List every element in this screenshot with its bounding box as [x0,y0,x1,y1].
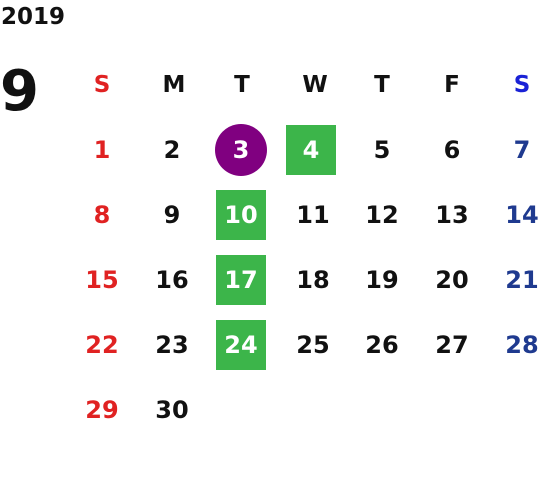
day-cell[interactable]: 26 [365,331,399,359]
day-cell[interactable]: 6 [443,136,461,164]
month-number: 9 [0,59,39,124]
weekday-header-sun: S [93,72,111,98]
day-cell[interactable]: 2 [163,136,181,164]
day-cell[interactable]: 21 [505,266,539,294]
day-cell-highlighted[interactable]: 4 [286,125,336,175]
weekday-header-mon: M [162,72,186,98]
day-cell[interactable]: 22 [85,331,119,359]
day-cell-highlighted[interactable]: 17 [216,255,266,305]
week-row: 22 23 24 25 26 27 28 [67,320,548,370]
weekday-header-thu: T [374,72,390,98]
weekday-header-sat: S [513,72,531,98]
day-cell[interactable]: 13 [435,201,469,229]
day-cell[interactable]: 8 [93,201,111,229]
day-cell[interactable]: 12 [365,201,399,229]
day-cell[interactable]: 14 [505,201,539,229]
day-cell[interactable]: 29 [85,396,119,424]
weekday-header-fri: F [444,72,460,98]
week-row: 15 16 17 18 19 20 21 [67,255,548,305]
day-cell-today[interactable]: 3 [215,124,267,176]
day-cell[interactable]: 23 [155,331,189,359]
day-cell[interactable]: 27 [435,331,469,359]
week-row: 29 30 [67,385,548,435]
day-cell[interactable]: 18 [296,266,330,294]
day-cell[interactable]: 11 [296,201,330,229]
day-cell[interactable]: 7 [513,136,531,164]
day-cell[interactable]: 5 [373,136,391,164]
week-row: 1 2 3 4 5 6 7 [67,124,548,176]
weekday-header-row: S M T W T F S [67,60,548,110]
day-cell-highlighted[interactable]: 24 [216,320,266,370]
day-cell-highlighted[interactable]: 10 [216,190,266,240]
weekday-header-tue: T [234,72,250,98]
day-cell[interactable]: 19 [365,266,399,294]
year-label: 2019 [1,4,66,30]
day-cell[interactable]: 15 [85,266,119,294]
weekday-header-wed: W [302,72,328,98]
day-cell[interactable]: 28 [505,331,539,359]
week-row: 8 9 10 11 12 13 14 [67,190,548,240]
day-cell[interactable]: 9 [163,201,181,229]
day-cell[interactable]: 30 [155,396,189,424]
day-cell[interactable]: 25 [296,331,330,359]
day-cell[interactable]: 20 [435,266,469,294]
day-cell[interactable]: 1 [93,136,111,164]
day-cell[interactable]: 16 [155,266,189,294]
